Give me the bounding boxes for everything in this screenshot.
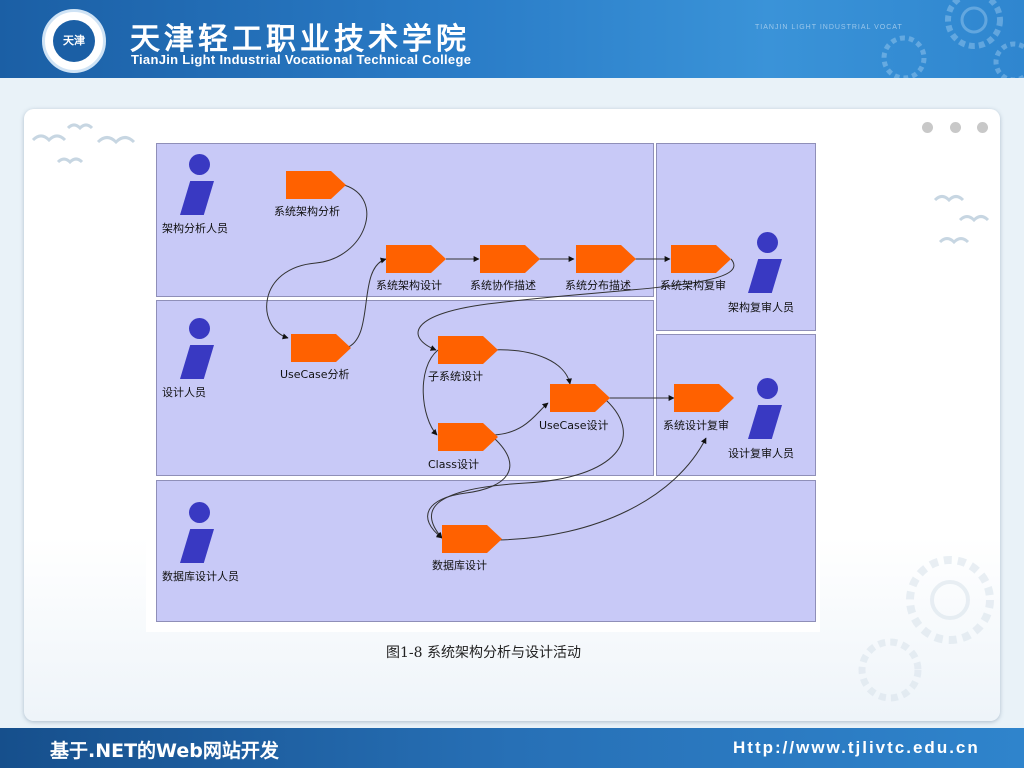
activity-label: 系统架构复审	[660, 279, 726, 292]
gear-decoration-icon	[881, 0, 1024, 78]
activity-label: 子系统设计	[428, 370, 483, 383]
birds-decoration-icon	[31, 123, 136, 165]
activity-database-design	[442, 525, 502, 553]
college-name-chinese: 天津轻工职业技术学院	[130, 22, 470, 57]
course-title: 基于.NET的Web网站开发	[50, 740, 279, 762]
actor-database-designer-icon	[174, 502, 224, 564]
activity-label: Class设计	[428, 458, 479, 471]
actor-label: 架构分析人员	[162, 222, 228, 235]
window-dot-3	[977, 122, 988, 133]
activity-label: UseCase分析	[280, 368, 350, 381]
window-dot-2	[950, 122, 961, 133]
actor-architecture-analyst-icon	[174, 154, 224, 216]
activity-label: 系统分布描述	[565, 279, 631, 292]
college-logo-text: 天津	[53, 20, 95, 62]
actor-label: 设计人员	[162, 386, 206, 399]
activity-label: 系统协作描述	[470, 279, 536, 292]
actor-design-reviewer-icon	[742, 378, 792, 440]
actor-label: 设计复审人员	[728, 447, 794, 460]
actor-label: 数据库设计人员	[162, 570, 239, 583]
activity-label: 数据库设计	[432, 559, 487, 572]
actor-architecture-reviewer-icon	[742, 232, 792, 294]
college-website-link[interactable]: Http://www.tjlivtc.edu.cn	[733, 738, 980, 757]
flow-connectors	[266, 184, 735, 541]
activity-label: UseCase设计	[539, 419, 609, 432]
window-dot-1	[922, 122, 933, 133]
gear-decoration-icon	[858, 556, 994, 702]
lane-architecture-review	[656, 143, 816, 331]
activity-diagram: 架构分析人员 设计人员 数据库设计人员 架构复审人员 设计复审人员 系统架构分析…	[146, 138, 820, 632]
figure-caption: 图1-8 系统架构分析与设计活动	[386, 645, 581, 661]
header-banner: 天津 天津轻工职业技术学院 TianJin Light Industrial V…	[0, 0, 1024, 78]
footer-bar: 基于.NET的Web网站开发 Http://www.tjlivtc.edu.cn	[0, 728, 1024, 768]
college-logo: 天津	[42, 9, 106, 73]
header-watermark-text: TIANJIN LIGHT INDUSTRIAL VOCAT	[755, 24, 903, 31]
activity-label: 系统架构设计	[376, 279, 442, 292]
activity-architecture-analysis	[286, 171, 346, 199]
actor-designer-icon	[174, 318, 224, 380]
actor-label: 架构复审人员	[728, 301, 794, 314]
birds-decoration-icon	[933, 195, 990, 245]
college-name-english: TianJin Light Industrial Vocational Tech…	[131, 52, 472, 67]
activity-label: 系统设计复审	[663, 419, 729, 432]
activity-label: 系统架构分析	[274, 205, 340, 218]
